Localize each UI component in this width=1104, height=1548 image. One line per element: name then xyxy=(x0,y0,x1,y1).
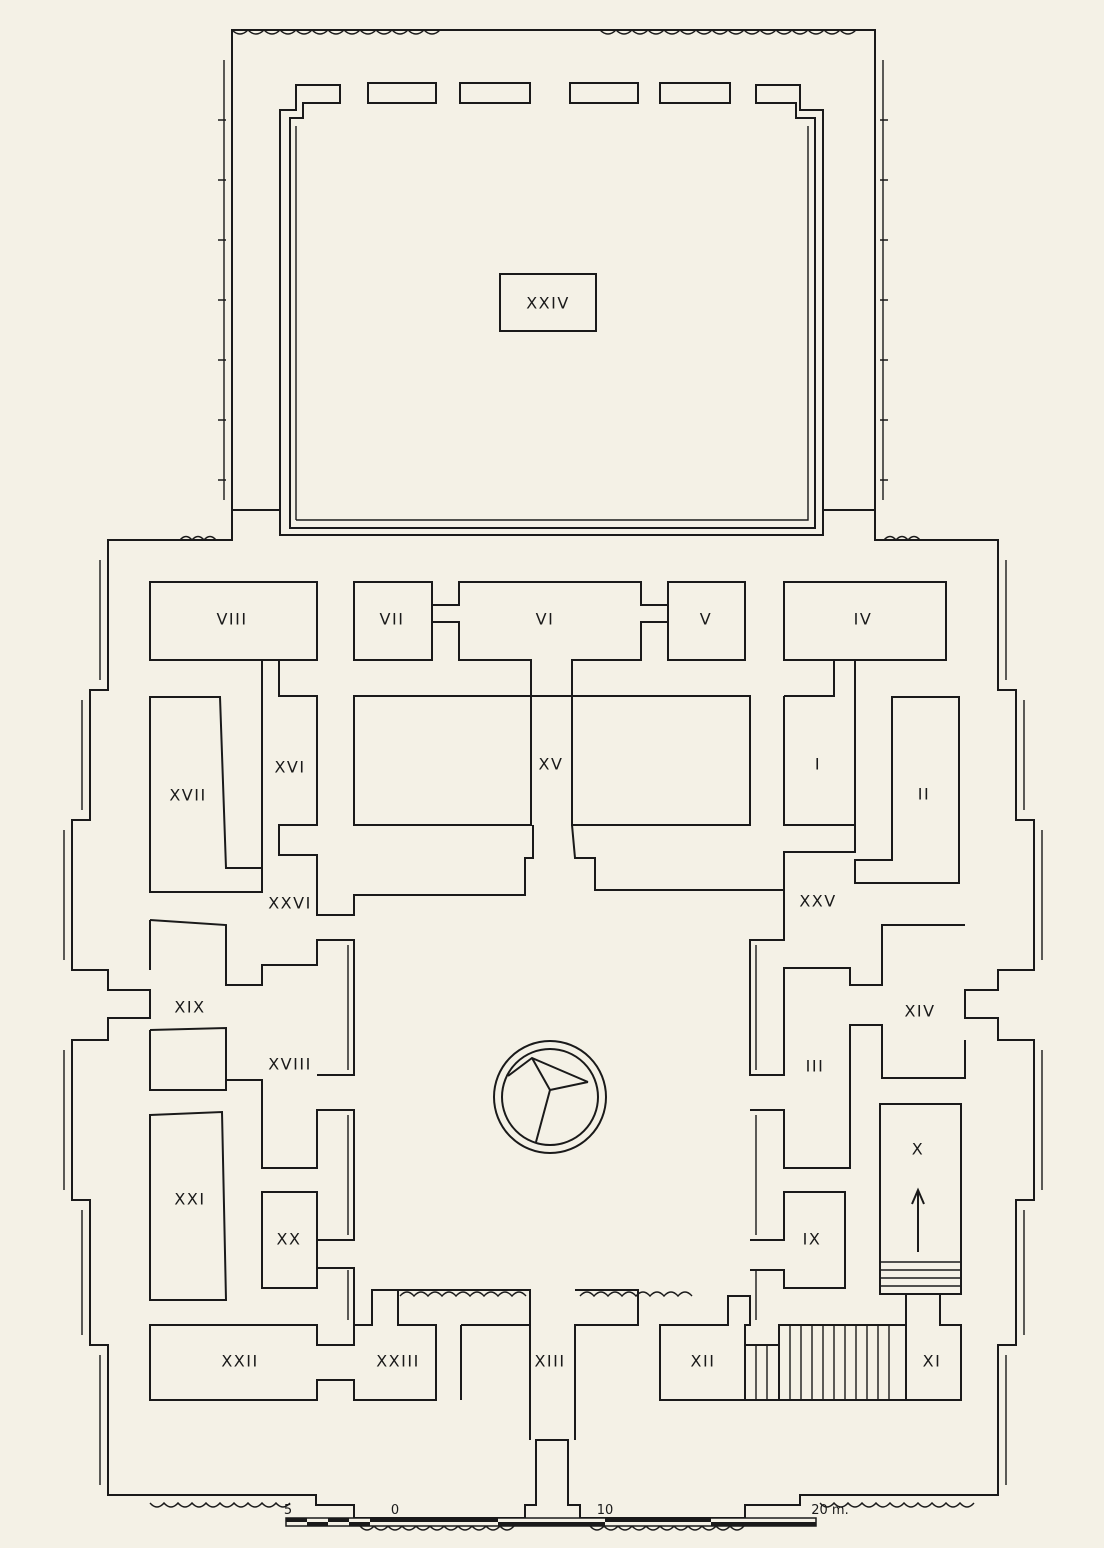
room-xiii xyxy=(398,1289,639,1440)
south-court-crenellation xyxy=(399,1291,693,1298)
room-label-v: V xyxy=(700,610,712,629)
well-outer-ring xyxy=(493,1040,607,1154)
well-inner-ring xyxy=(501,1048,599,1146)
well-mark xyxy=(507,1056,589,1143)
room-label-xvii: XVII xyxy=(169,786,206,805)
room-xxv-wall xyxy=(749,915,965,1076)
room-label-xviii: XVIII xyxy=(268,1055,312,1074)
room-xxiv-platform xyxy=(499,273,597,332)
room-viii xyxy=(149,581,318,661)
room-label-ix: IX xyxy=(803,1230,822,1249)
room-xxii xyxy=(149,1289,437,1401)
scale-seg xyxy=(370,1518,391,1522)
stair-x-treads xyxy=(880,1261,961,1287)
north-courtyard-crenellation-right xyxy=(880,60,888,500)
room-xii xyxy=(659,1295,751,1401)
courtyard-join-left xyxy=(231,505,280,511)
room-label-xi: XI xyxy=(923,1352,942,1371)
room-label-xxii: XXII xyxy=(221,1352,258,1371)
room-xv xyxy=(353,695,751,826)
stair-small xyxy=(744,1344,780,1401)
scale-seg xyxy=(307,1522,328,1526)
room-ix xyxy=(750,1191,846,1289)
room-xv-lower-wall xyxy=(278,659,856,916)
courtyard-pier xyxy=(659,82,731,104)
north-courtyard-inner-line xyxy=(295,126,809,521)
courtyard-pier xyxy=(459,82,531,104)
scale-label-mid: 10 xyxy=(597,1503,614,1518)
room-label-iv: IV xyxy=(854,610,873,629)
room-label-xiii: XIII xyxy=(534,1352,565,1371)
courtyard-join-right xyxy=(823,505,876,511)
room-label-xix: XIX xyxy=(174,998,205,1017)
room-label-xxi: XXI xyxy=(174,1190,205,1209)
room-v xyxy=(667,581,746,661)
scale-seg xyxy=(605,1518,711,1522)
room-xx xyxy=(261,1191,318,1289)
room-label-xv: XV xyxy=(539,755,564,774)
room-i xyxy=(783,660,855,826)
room-label-vi: VI xyxy=(536,610,555,629)
courtyard-pier xyxy=(569,82,639,104)
courtyard-pier xyxy=(367,82,437,104)
stair-small-treads xyxy=(755,1345,768,1400)
room-iii xyxy=(750,1024,966,1169)
room-label-xxvi: XXVI xyxy=(268,894,312,913)
outer-wall-crenellation-top xyxy=(179,535,921,542)
room-x xyxy=(879,1103,962,1295)
stair-main xyxy=(778,1324,907,1401)
room-label-xx: XX xyxy=(277,1230,302,1249)
scale-seg xyxy=(349,1522,370,1526)
north-courtyard-crenellation-top xyxy=(231,29,857,35)
room-label-ii: II xyxy=(918,785,930,804)
room-ii xyxy=(854,696,960,884)
room-xi xyxy=(905,1293,962,1401)
scale-seg xyxy=(328,1518,349,1522)
room-xxi xyxy=(149,1110,228,1301)
room-label-xii: XII xyxy=(691,1352,716,1371)
outer-wall-crenellation-bottom xyxy=(149,1501,975,1531)
room-vi xyxy=(432,581,669,697)
room-label-xxiii: XXIII xyxy=(376,1352,420,1371)
north-courtyard-crenellation-left xyxy=(218,60,226,500)
room-label-xiv: XIV xyxy=(904,1002,935,1021)
scale-bar: 5 0 10 20 m. xyxy=(284,1503,849,1527)
scale-seg xyxy=(391,1518,498,1522)
room-xix xyxy=(149,920,227,1091)
central-well xyxy=(493,1040,607,1154)
scale-label-left: 5 xyxy=(284,1503,292,1518)
scale-label-end: 20 m. xyxy=(811,1503,848,1518)
room-label-xvi: XVI xyxy=(274,758,305,777)
room-label-xxiv: XXIV xyxy=(526,294,570,313)
outer-wall-crenellation-right xyxy=(1005,560,1043,1485)
room-label-iii: III xyxy=(806,1057,825,1076)
outer-wall-crenellation-left xyxy=(63,560,101,1485)
room-iv xyxy=(783,581,947,661)
room-label-viii: VIII xyxy=(216,610,247,629)
north-courtyard-inner-wall xyxy=(279,84,824,536)
north-courtyard-outer-wall xyxy=(231,29,876,505)
room-label-xxv: XXV xyxy=(799,892,836,911)
scale-seg xyxy=(711,1522,816,1526)
north-courtyard: XXIV xyxy=(218,29,888,536)
up-arrow-icon xyxy=(911,1187,925,1252)
room-xix-upper xyxy=(149,919,355,1076)
room-label-vii: VII xyxy=(380,610,405,629)
main-building-outer-wall xyxy=(71,510,1035,1519)
room-label-i: I xyxy=(815,755,821,774)
scale-label-zero: 0 xyxy=(391,1503,399,1518)
room-label-x: X xyxy=(912,1140,924,1159)
room-xix-lower xyxy=(149,1026,355,1325)
scale-seg xyxy=(498,1522,605,1526)
stair-main-treads xyxy=(789,1325,890,1400)
scale-seg xyxy=(286,1518,307,1522)
